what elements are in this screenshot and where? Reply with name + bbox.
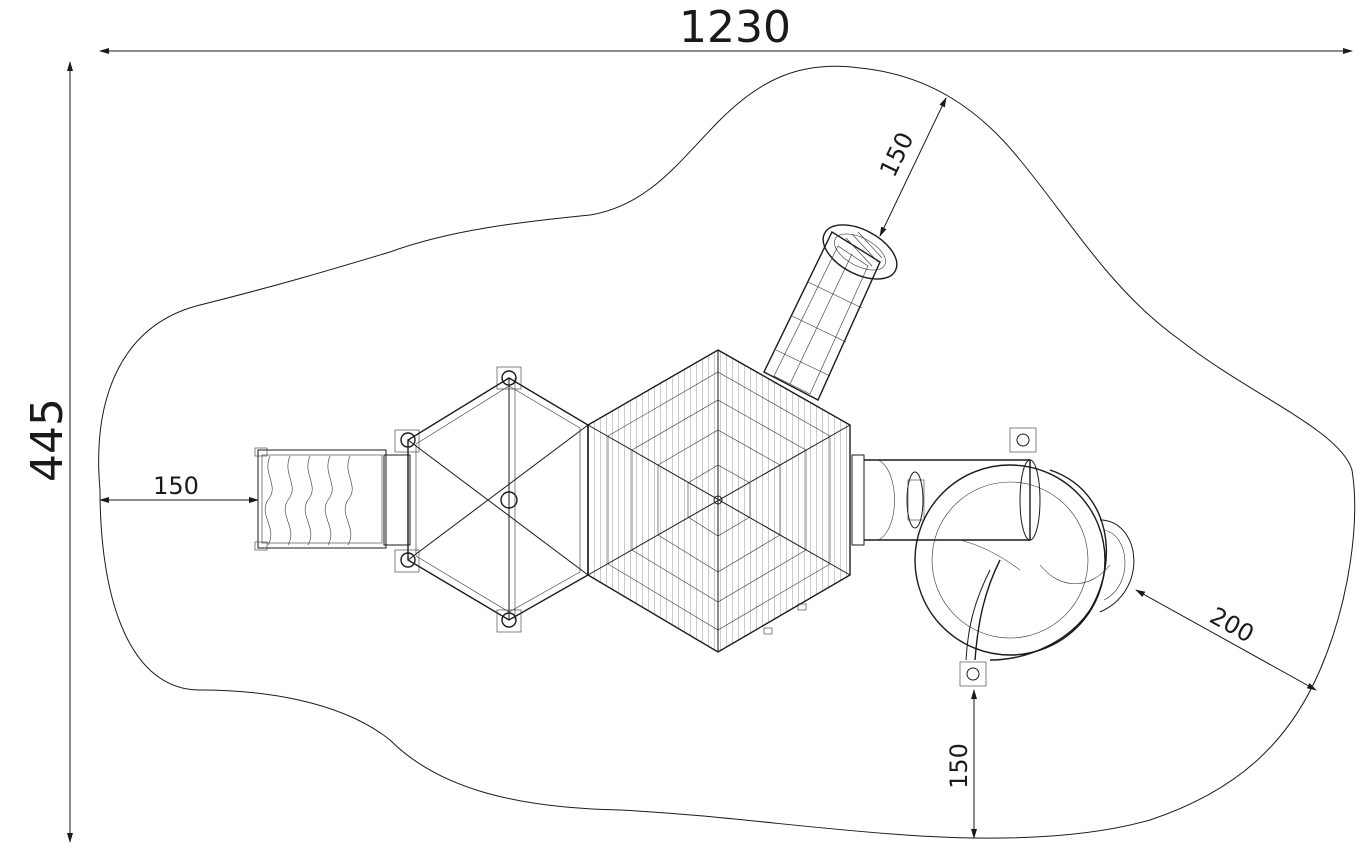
overall-depth-dimension: 445 — [22, 61, 73, 843]
left-clearance-label: 150 — [153, 472, 199, 500]
overall-width-dimension: 1230 — [99, 2, 1353, 54]
safety-zone-outline — [98, 65, 1356, 839]
hexagonal-deck-frame — [394, 366, 589, 633]
right-clearance-label: 200 — [1205, 602, 1259, 649]
overall-width-label: 1230 — [679, 2, 791, 53]
bottom-clearance-label: 150 — [945, 743, 973, 789]
top-clearance-label: 150 — [874, 128, 919, 181]
bottom-clearance-dimension: 150 — [945, 689, 977, 839]
top-clearance-dimension: 150 — [874, 97, 947, 237]
spiral-tube-slide — [851, 427, 1135, 687]
straight-tube-slide — [763, 224, 898, 401]
climbing-ramp — [254, 447, 411, 551]
support-footings — [763, 603, 807, 635]
hexagonal-roof — [587, 349, 851, 653]
overall-depth-label: 445 — [22, 398, 73, 482]
right-clearance-dimension: 200 — [1135, 589, 1317, 691]
left-clearance-dimension: 150 — [99, 472, 259, 503]
